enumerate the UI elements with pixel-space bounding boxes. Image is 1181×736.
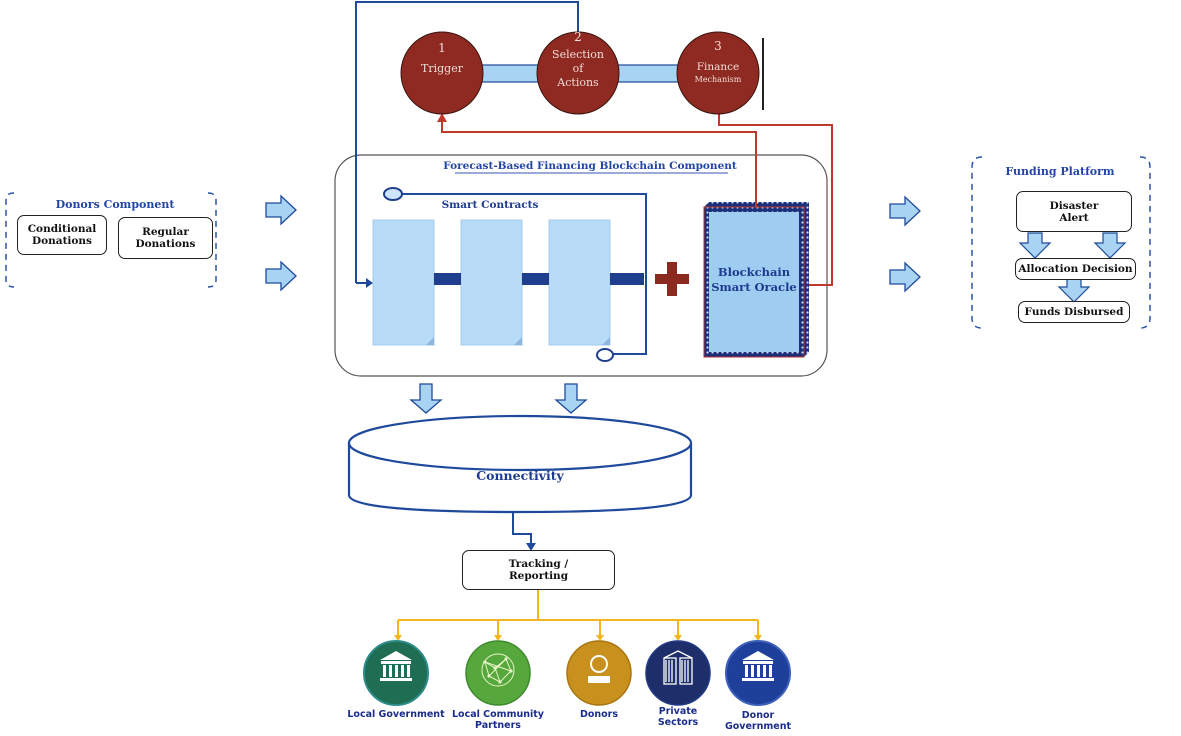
- donors-bracket: [5, 192, 217, 288]
- step-2-label-line1: Selection: [552, 48, 604, 61]
- oracle-red-line-trigger: [441, 121, 757, 207]
- stakeholder-label-community-line2: Partners: [475, 720, 521, 731]
- regular-donations-box: Regular Donations: [118, 217, 213, 259]
- oracle-box: [703, 202, 809, 358]
- step-2-label-line2: of: [572, 62, 584, 75]
- oracle-red-line-finance: [718, 112, 833, 286]
- smart-contracts-label: Smart Contracts: [441, 199, 539, 211]
- stakeholder-distribution-lines: [397, 589, 759, 637]
- funds-disbursed-box: Funds Disbursed: [1018, 301, 1130, 323]
- step-3-label-line2: Mechanism: [694, 75, 742, 84]
- donors-title: Donors Component: [55, 198, 175, 211]
- allocation-decision-box: Allocation Decision: [1015, 258, 1136, 280]
- funding-title: Funding Platform: [1005, 165, 1115, 178]
- stakeholder-label-community-line1: Local Community: [452, 709, 544, 720]
- connectivity-to-tracking-line: [512, 512, 532, 545]
- tracking-line2: Reporting: [508, 570, 569, 582]
- connectivity-cylinder: [347, 414, 693, 514]
- donor-arrow-bottom: [265, 260, 297, 292]
- fbf-down-arrows: [409, 383, 588, 414]
- tracking-line1: Tracking /: [508, 558, 569, 570]
- step-2-number: 2: [574, 30, 582, 44]
- step-1-label: Trigger: [421, 62, 463, 75]
- circuit-node-top: [383, 187, 403, 201]
- stakeholder-label-local-government: Local Government: [347, 709, 445, 720]
- step-circle-1: [400, 31, 484, 115]
- stakeholder-label-donors: Donors: [579, 709, 619, 720]
- step-1-number: 1: [438, 41, 446, 55]
- allocation-decision-label: Allocation Decision: [1018, 263, 1133, 275]
- funds-disbursed-label: Funds Disbursed: [1024, 306, 1124, 318]
- stakeholder-label-donor-gov-line1: Donor: [741, 710, 775, 721]
- donor-government-building-icon: [742, 651, 774, 681]
- private-sector-gate-icon: [663, 650, 693, 685]
- step-2-label-line3: Actions: [557, 76, 599, 89]
- funding-output-arrows: [889, 195, 921, 293]
- government-building-icon: [380, 651, 412, 681]
- step-3-number: 3: [714, 39, 722, 53]
- smart-contract-documents: [372, 219, 611, 346]
- stakeholder-label-donor-gov-line2: Government: [724, 721, 792, 732]
- conditional-donations-box: Conditional Donations: [17, 215, 107, 255]
- funding-bracket: [971, 156, 1151, 329]
- fbf-title: Forecast-Based Financing Blockchain Comp…: [443, 160, 737, 172]
- disaster-alert-line1: Disaster: [1049, 199, 1099, 212]
- stakeholder-circle-community: [465, 640, 531, 706]
- stakeholder-label-private-line1: Private: [658, 706, 698, 717]
- contract-circuit-line: [402, 193, 647, 355]
- tracking-reporting-box: Tracking / Reporting: [462, 550, 615, 590]
- blue-feedback-line: [355, 1, 579, 283]
- donor-input-arrows: [265, 194, 297, 292]
- step-circle-3: [676, 31, 760, 115]
- step-circles: [400, 31, 760, 115]
- step-3-label-line1: Finance: [696, 61, 740, 73]
- donor-person-icon: [588, 655, 610, 683]
- disaster-alert-box: Disaster Alert: [1016, 191, 1132, 232]
- circuit-node-bottom: [596, 348, 614, 362]
- connectivity-label: Connectivity: [476, 468, 564, 483]
- stakeholder-circle-private: [645, 640, 711, 706]
- disaster-alert-line2: Alert: [1059, 211, 1089, 224]
- globe-network-dots: [483, 657, 513, 684]
- conditional-donations-label: Conditional Donations: [27, 223, 97, 247]
- donor-arrow-top: [265, 194, 297, 226]
- contract-chain-links: [434, 273, 644, 285]
- oracle-label-line1: Blockchain: [717, 265, 791, 279]
- oracle-label-line2: Smart Oracle: [711, 280, 797, 294]
- stakeholder-label-private-line2: Sectors: [657, 717, 699, 728]
- step-circle-2: [536, 31, 620, 115]
- regular-donations-label: Regular Donations: [135, 226, 196, 250]
- plus-icon: [655, 262, 689, 296]
